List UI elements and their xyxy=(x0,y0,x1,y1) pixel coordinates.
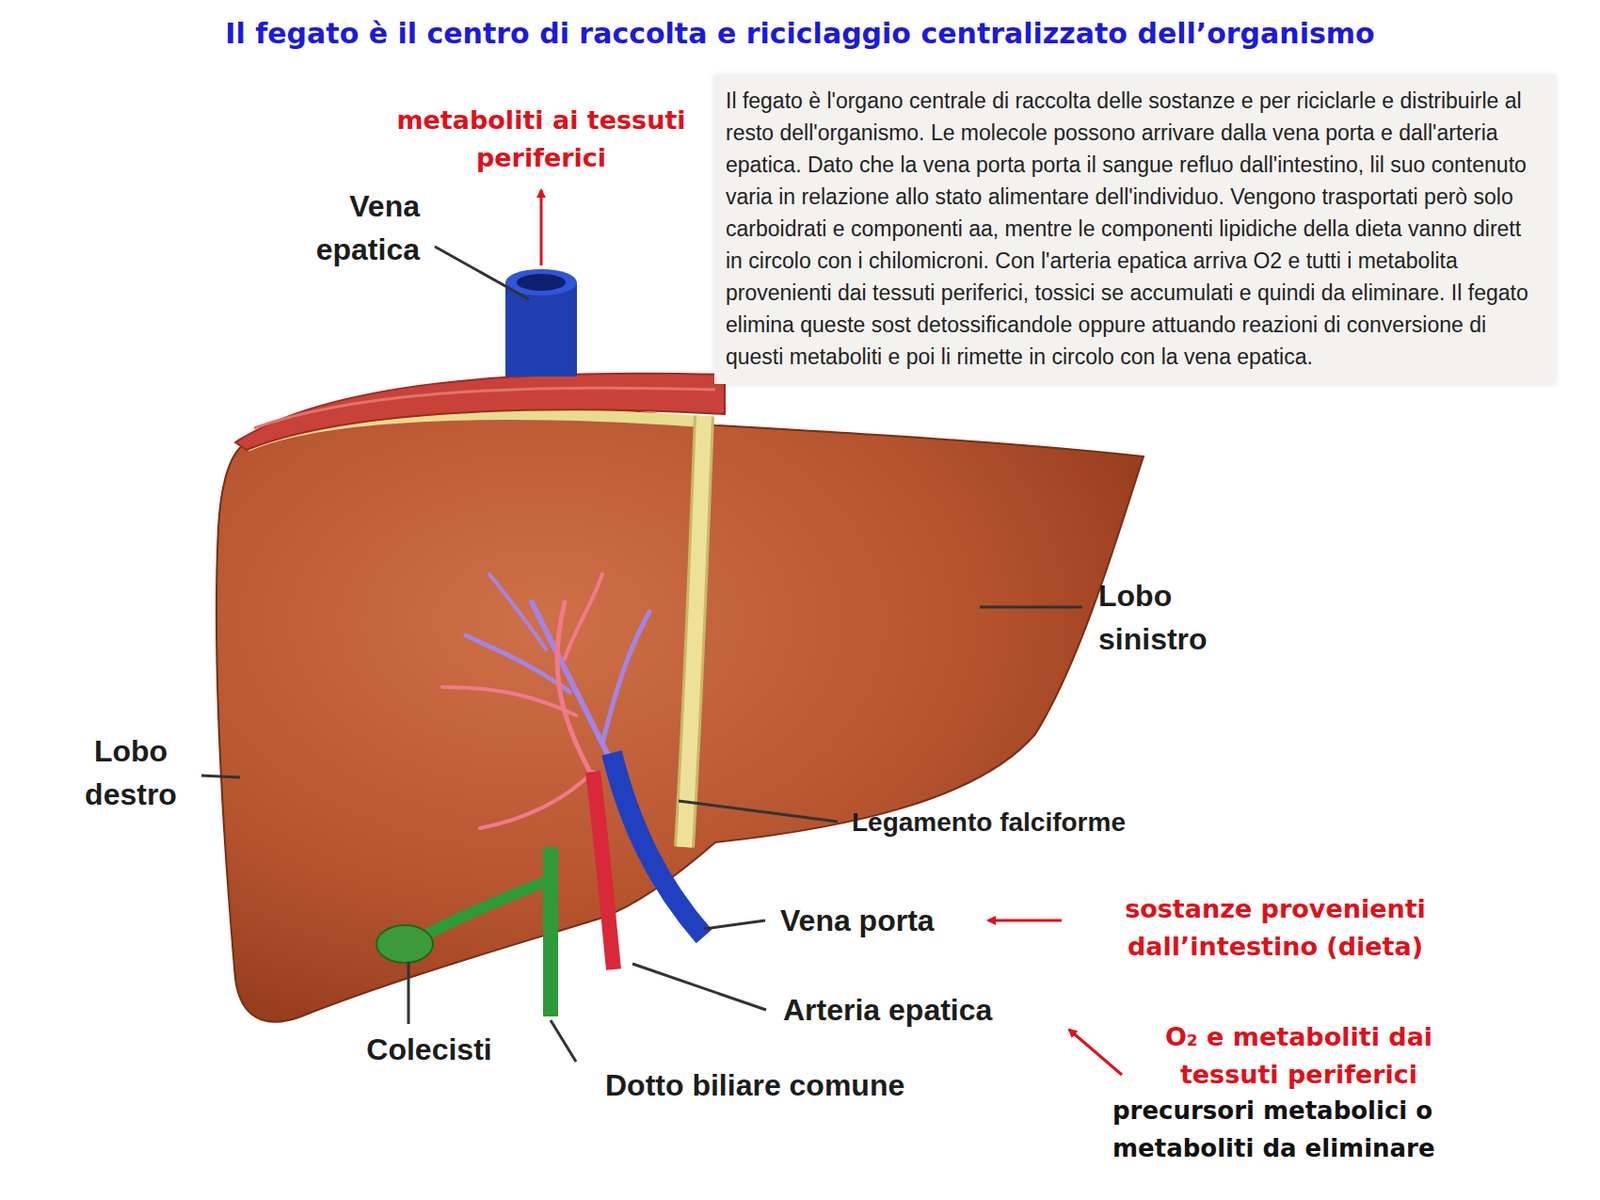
leader-line xyxy=(550,1020,576,1062)
falciform-ligament xyxy=(684,416,704,848)
leader-line xyxy=(632,963,767,1010)
leader-line xyxy=(434,246,529,300)
part-label: Dotto biliare comune xyxy=(605,1063,1020,1107)
part-label: Vena epatica xyxy=(267,184,420,272)
part-label: Vena porta xyxy=(780,898,978,943)
panel-text: Il fegato è l'organo centrale di raccolt… xyxy=(725,84,1543,373)
artery-branch xyxy=(480,771,593,829)
artery-branch xyxy=(564,574,603,659)
hepatic-vein xyxy=(505,282,577,377)
leader-line xyxy=(407,961,411,1024)
arrow-note: precursori metabolici o metaboliti da el… xyxy=(1112,1091,1518,1168)
diaphragm-stripe xyxy=(254,387,716,429)
bile-duct xyxy=(543,847,559,1017)
leader-line xyxy=(704,920,766,929)
diaphragm-band xyxy=(235,373,725,450)
liver-outline xyxy=(216,404,1144,1023)
red-arrow xyxy=(1069,1029,1122,1075)
part-label: Lobo sinistro xyxy=(1098,574,1259,661)
text-panel: Il fegato è l'organo centrale di raccolt… xyxy=(714,75,1556,384)
gallbladder xyxy=(376,925,433,963)
vein-branch xyxy=(489,574,546,650)
arrow-note: metaboliti ai tessuti periferici xyxy=(357,101,725,177)
hepatic-vein xyxy=(516,273,566,291)
part-label: Legamento falciforme xyxy=(851,805,1229,840)
leader-line xyxy=(678,800,838,822)
arrow-note: sostanze provenienti dall’intestino (die… xyxy=(1072,890,1478,966)
hepatic-artery xyxy=(592,771,614,970)
part-label: Lobo destro xyxy=(65,729,196,816)
artery-branch xyxy=(442,687,576,716)
part-label: Arteria epatica xyxy=(783,988,1066,1032)
leader-line xyxy=(201,775,240,778)
vein-branch xyxy=(602,611,650,744)
diagram-title: Il fegato è il centro di raccolta e rici… xyxy=(0,16,1600,50)
arrow-note: O₂ e metaboliti dai tessuti periferici xyxy=(1124,1018,1473,1094)
vein-branch xyxy=(465,635,570,692)
red-arrow xyxy=(540,190,544,266)
leader-line xyxy=(979,606,1083,609)
bile-duct xyxy=(414,880,551,942)
portal-vein xyxy=(611,752,704,937)
red-arrow xyxy=(988,919,1062,923)
falciform-ligament xyxy=(684,416,704,848)
part-label: Colecisti xyxy=(325,1027,533,1072)
